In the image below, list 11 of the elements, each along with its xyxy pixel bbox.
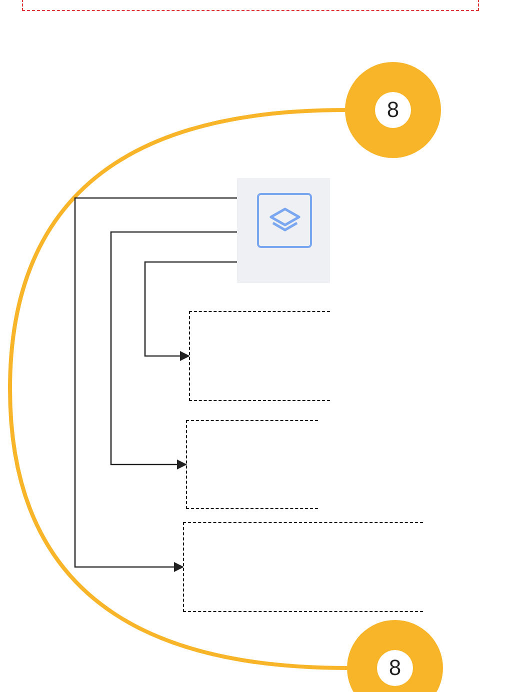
arrow xyxy=(74,197,237,572)
curved-connector xyxy=(8,108,348,670)
number-label: 8 xyxy=(375,92,411,128)
icon-panel xyxy=(237,178,330,283)
dashed-box xyxy=(189,311,330,401)
dashed-box xyxy=(183,522,423,612)
number-badge xyxy=(347,620,443,692)
dashed-box xyxy=(186,420,318,509)
number-label: 8 xyxy=(377,650,413,686)
arrow xyxy=(144,261,237,361)
arrow xyxy=(110,231,237,470)
